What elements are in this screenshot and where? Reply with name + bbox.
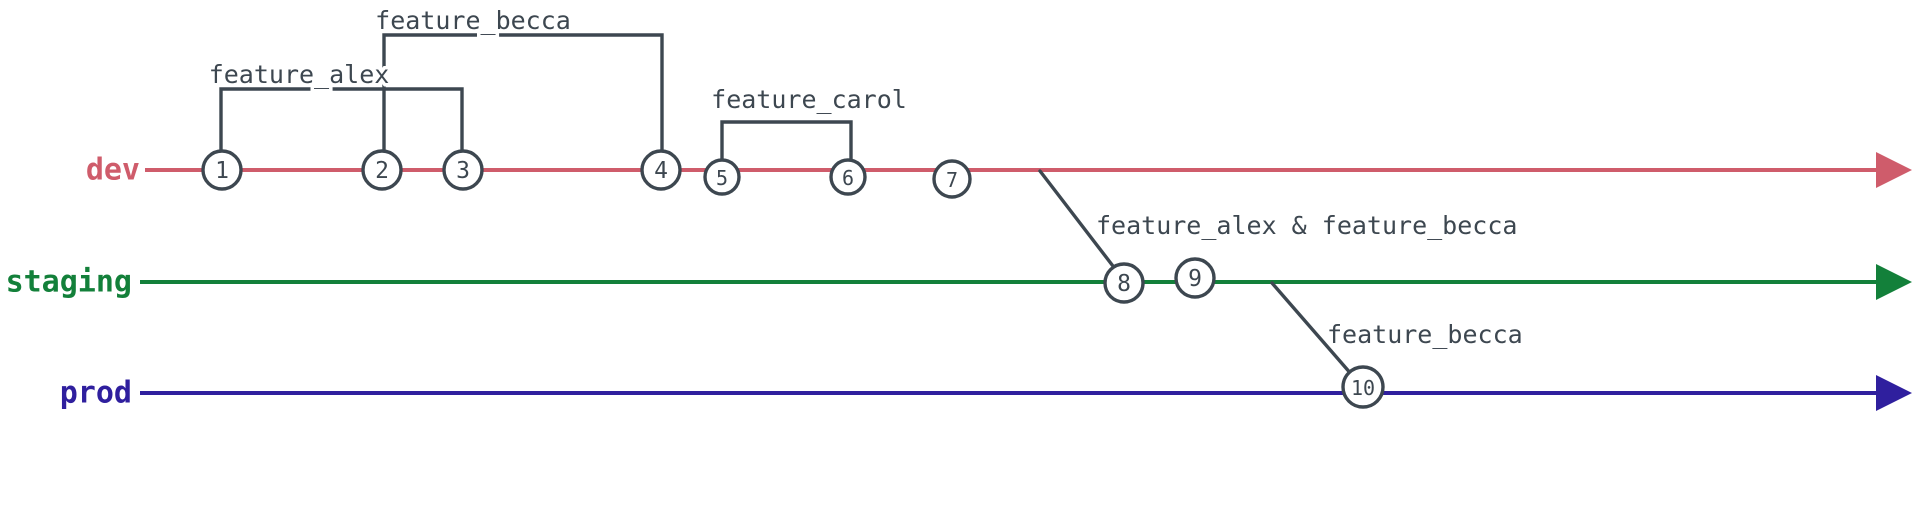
bracket-feature-becca (382, 33, 664, 170)
commit-circle-7[interactable] (932, 159, 972, 199)
commit-number-1: 1 (215, 158, 229, 184)
feature-brackets-group (219, 33, 853, 177)
branch-label-dev: dev (86, 153, 140, 188)
commit-number-10: 10 (1351, 376, 1375, 400)
commit-node-2[interactable]: 2 (361, 149, 403, 191)
bracket-feature-alex (219, 87, 464, 170)
merge-line-dev-to-staging (1038, 169, 1118, 272)
commit-node-4[interactable]: 4 (640, 149, 682, 191)
commit-node-1[interactable]: 1 (201, 149, 243, 191)
branch-label-prod: prod (60, 376, 132, 411)
commit-node-9[interactable]: 9 (1174, 257, 1216, 299)
branch-lines-group (140, 152, 1912, 411)
branch-label-staging: staging (6, 265, 132, 300)
commit-node-7[interactable]: 7 (932, 159, 972, 199)
commit-node-5[interactable]: 5 (703, 158, 741, 196)
commit-circle-4[interactable] (640, 149, 682, 191)
feature-label-becca: feature_becca (375, 6, 571, 35)
branch-labels-group: dev staging prod (6, 153, 140, 411)
commit-circle-9[interactable] (1174, 257, 1216, 299)
commit-number-4: 4 (654, 158, 668, 184)
commit-circle-1[interactable] (201, 149, 243, 191)
commit-node-3[interactable]: 3 (442, 149, 484, 191)
feature-labels-group: feature_alex feature_becca feature_carol (205, 3, 910, 118)
commit-nodes-group: 1 2 3 4 5 6 (201, 149, 1385, 409)
merge-lines-group (1038, 169, 1354, 377)
feature-label-alex: feature_alex (209, 60, 390, 89)
commit-node-6[interactable]: 6 (829, 158, 867, 196)
commit-number-2: 2 (375, 158, 389, 184)
commit-number-5: 5 (716, 166, 728, 190)
commit-circle-3[interactable] (442, 149, 484, 191)
commit-number-3: 3 (456, 158, 470, 184)
merge-label-staging-to-prod: feature_becca (1327, 320, 1523, 349)
commit-node-8[interactable]: 8 (1103, 262, 1145, 304)
commit-circle-10[interactable] (1341, 365, 1385, 409)
commit-circle-5[interactable] (703, 158, 741, 196)
commit-circle-8[interactable] (1103, 262, 1145, 304)
merge-labels-group: feature_alex & feature_becca feature_bec… (1096, 211, 1523, 349)
merge-line-staging-to-prod (1270, 281, 1354, 377)
commit-number-7: 7 (946, 168, 958, 192)
merge-label-dev-to-staging: feature_alex & feature_becca (1096, 211, 1517, 240)
commit-node-10[interactable]: 10 (1341, 365, 1385, 409)
commit-circle-2[interactable] (361, 149, 403, 191)
commit-number-8: 8 (1117, 271, 1131, 297)
commit-number-6: 6 (842, 166, 854, 190)
bracket-feature-carol (720, 120, 853, 177)
commit-circle-6[interactable] (829, 158, 867, 196)
commit-number-9: 9 (1188, 266, 1202, 292)
feature-label-carol: feature_carol (711, 85, 907, 114)
